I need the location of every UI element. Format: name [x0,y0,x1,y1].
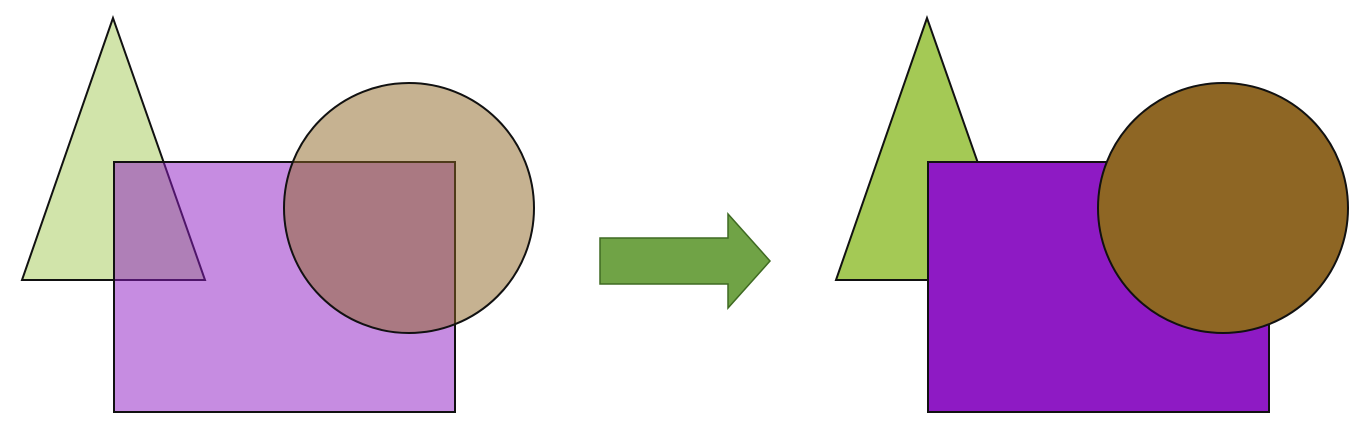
right-circle [1097,82,1349,334]
right-panel [834,14,1349,413]
transition-arrow [599,212,772,310]
left-circle [283,82,535,334]
left-panel [20,14,535,413]
